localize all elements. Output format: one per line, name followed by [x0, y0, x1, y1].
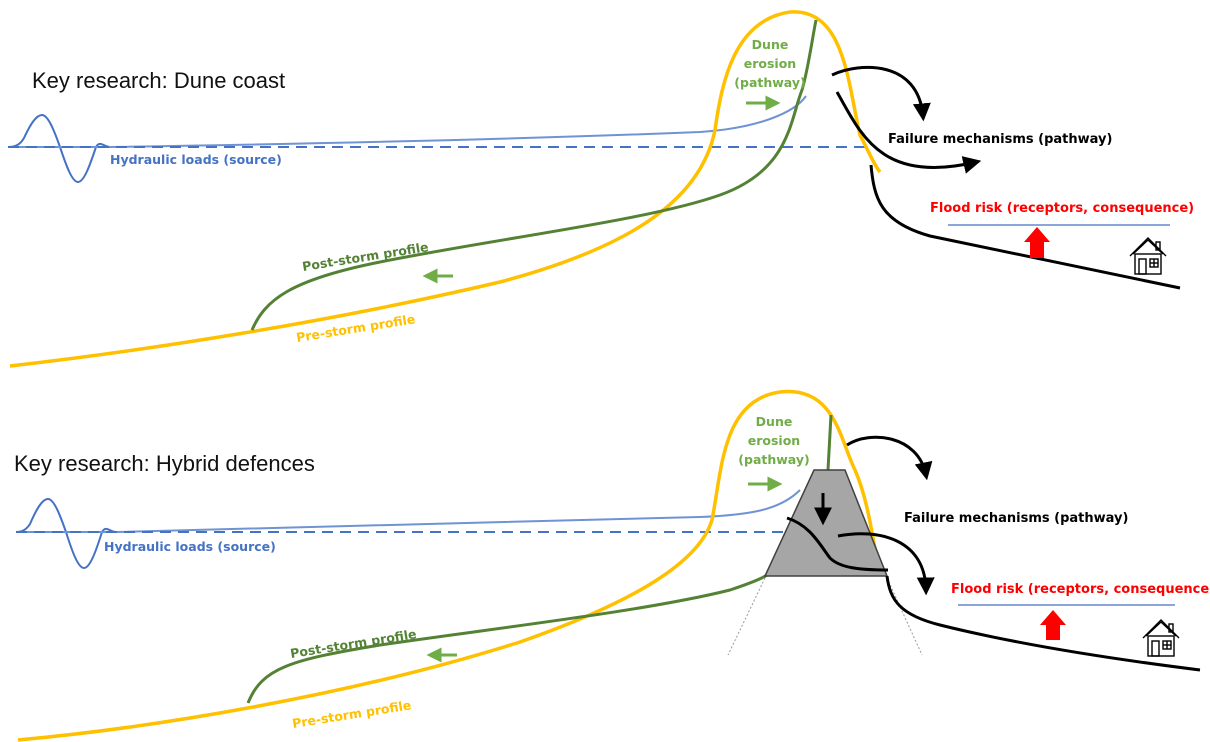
post-storm-profile-label: Post-storm profile	[301, 239, 429, 274]
hydraulic-loads-label: Hydraulic loads (source)	[110, 152, 282, 167]
dune-erosion-line-3: (pathway)	[738, 452, 809, 467]
hinterland-profile-line	[869, 164, 1181, 290]
dune-erosion-line-1: Dune	[756, 414, 793, 429]
house-icon	[1142, 619, 1180, 657]
dune-erosion-line-3: (pathway)	[734, 75, 805, 90]
failure-mechanisms-label: Failure mechanisms (pathway)	[904, 511, 1128, 526]
panel-hybrid-defences: Key research: Hybrid defences Hydraulic …	[14, 389, 1210, 742]
failure-arrow-upper	[846, 435, 933, 481]
post-storm-profile-line	[246, 567, 777, 704]
dune-scarp-line	[826, 414, 833, 471]
dune-erosion-line-1: Dune	[752, 37, 789, 52]
post-storm-profile-line	[250, 19, 818, 331]
panel-title: Key research: Dune coast	[32, 68, 285, 93]
failure-arrow-lower	[835, 91, 982, 174]
panel-title: Key research: Hybrid defences	[14, 451, 315, 476]
wave-line	[7, 113, 111, 184]
house-icon	[1129, 237, 1167, 275]
red-up-arrow-icon	[1040, 610, 1066, 640]
pre-storm-profile-line	[9, 10, 882, 368]
flood-risk-label: Flood risk (receptors, consequence)	[951, 582, 1210, 597]
water-level-line	[8, 95, 807, 148]
water-level-line	[16, 489, 801, 533]
pre-storm-profile-label: Pre-storm profile	[295, 311, 416, 345]
red-up-arrow-icon	[1024, 227, 1050, 258]
failure-mechanisms-label: Failure mechanisms (pathway)	[888, 132, 1112, 147]
dune-erosion-line-2: erosion	[748, 433, 800, 448]
hydraulic-loads-label: Hydraulic loads (source)	[104, 539, 276, 554]
failure-arrow-upper	[831, 65, 931, 122]
post-storm-profile-label: Post-storm profile	[289, 626, 417, 661]
pre-storm-profile-label: Pre-storm profile	[291, 697, 412, 731]
panel-dune-coast: Key research: Dune coast Hydraulic loads…	[7, 10, 1194, 368]
hinterland-profile-line	[885, 575, 1201, 672]
flood-risk-label: Flood risk (receptors, consequence)	[930, 201, 1194, 216]
wave-line	[15, 497, 117, 570]
dune-erosion-line-2: erosion	[744, 56, 796, 71]
failure-arrow-lower	[837, 532, 935, 596]
pre-storm-profile-line	[17, 389, 880, 742]
internal-failure-line	[786, 516, 889, 572]
